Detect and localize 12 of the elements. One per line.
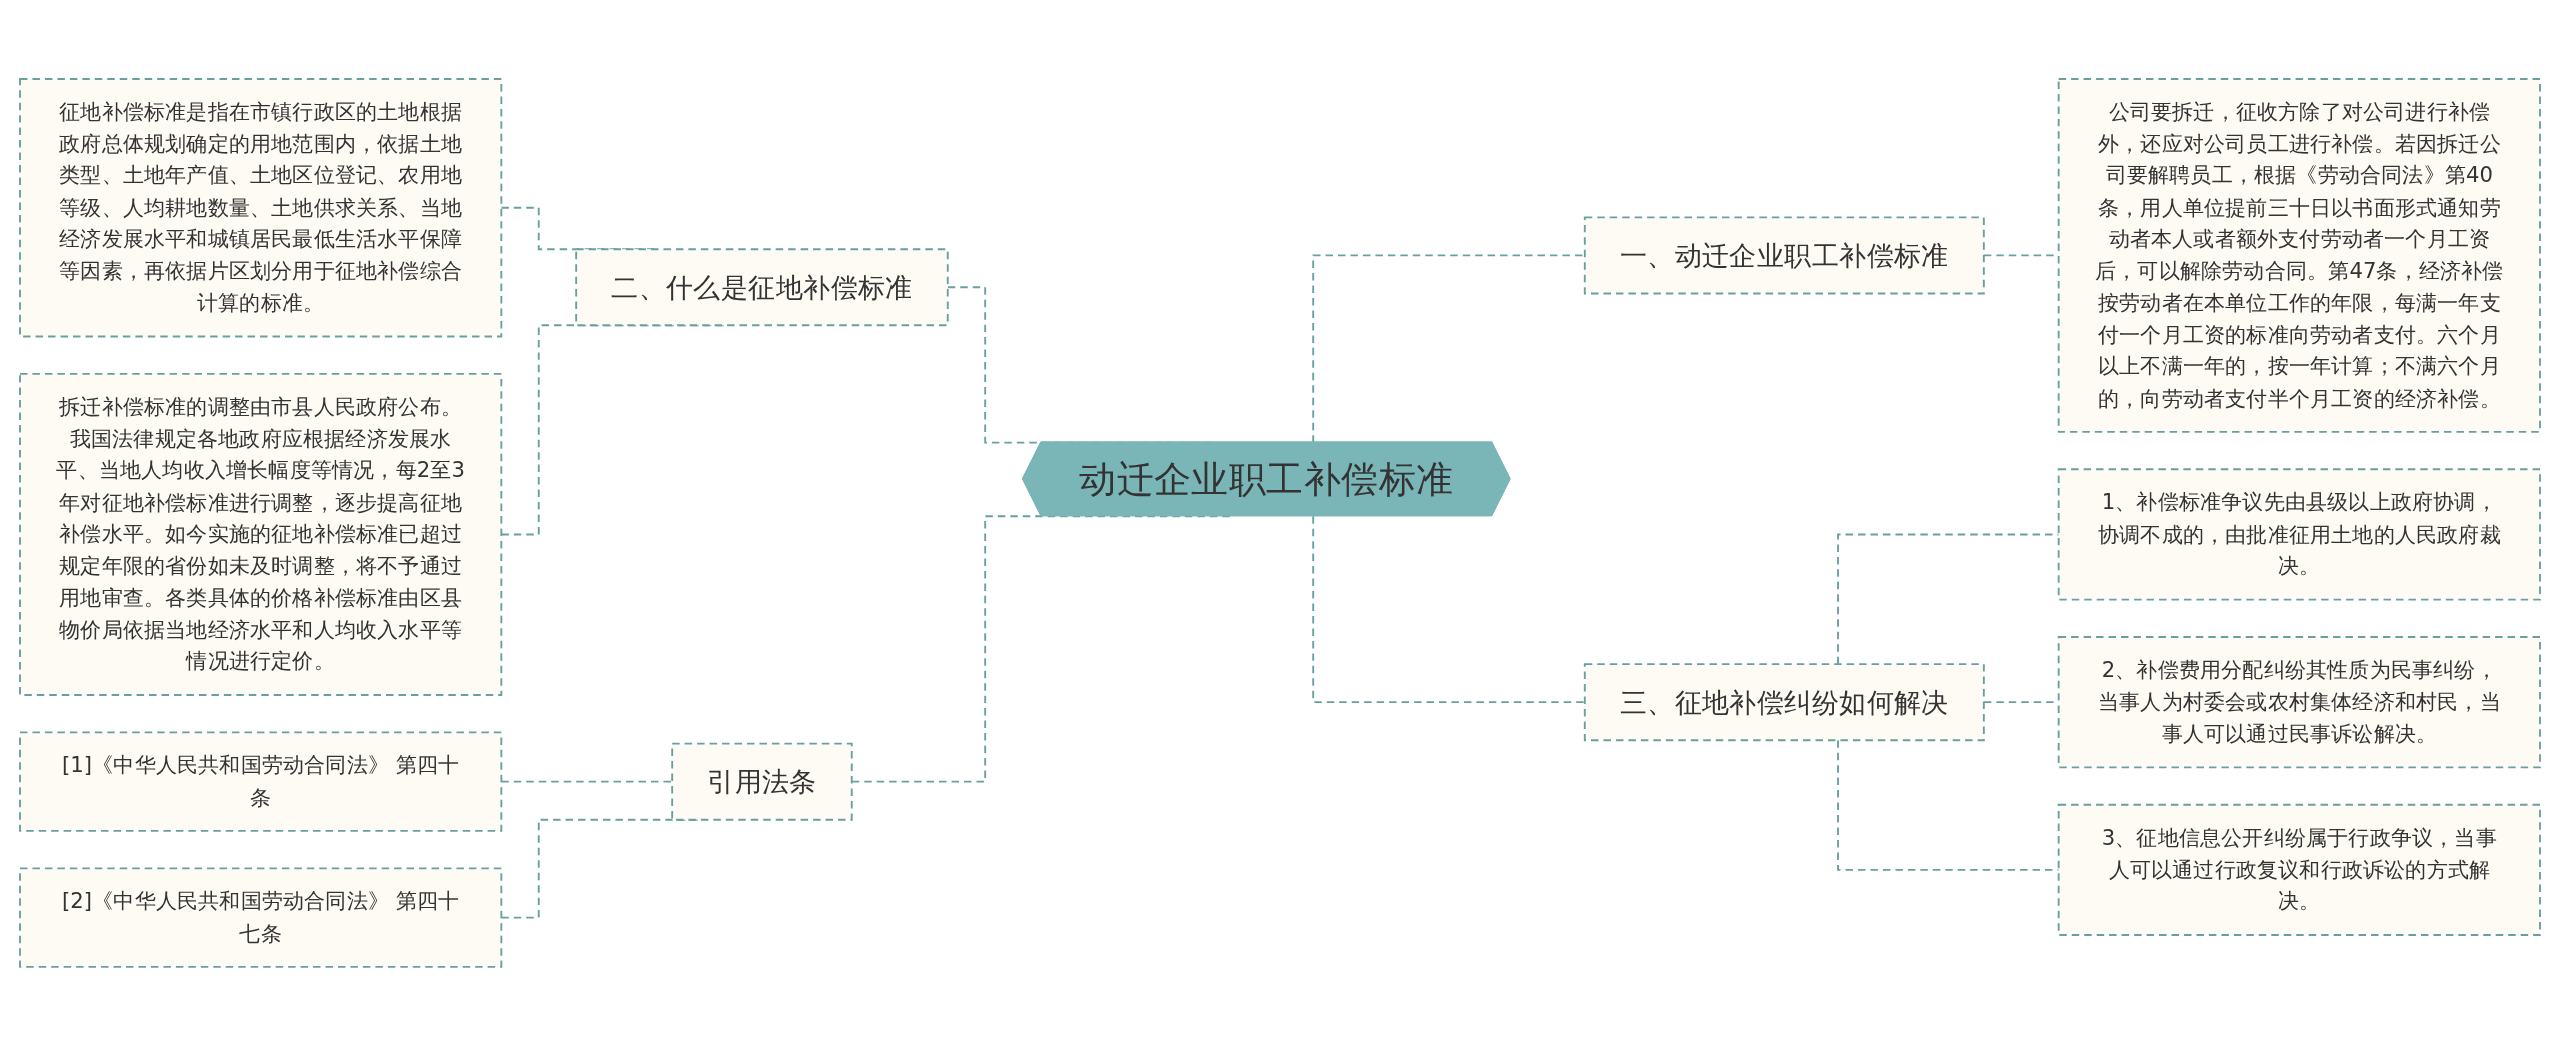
- node-box: 二、什么是征地补偿标准: [575, 247, 949, 326]
- node-box: [1]《中华人民共和国劳动合同法》 第四十条: [19, 731, 503, 832]
- node-box: 3、征地信息公开纠纷属于行政争议，当事人可以通过行政复议和行政诉讼的方式解决。: [2057, 803, 2541, 936]
- node-box: [2]《中华人民共和国劳动合同法》 第四十七条: [19, 867, 503, 968]
- node-box: 三、征地补偿纠纷如何解决: [1583, 662, 1985, 741]
- node-box: 拆迁补偿标准的调整由市县人民政府公布。我国法律规定各地政府应根据经济发展水平、当地人均收入增长幅度等情况，每2至3年对征地补偿标准进行调整，逐步提高征地补偿水平。如今实施的征地补偿标准已超过规定年限的省份如未及时调整，将不予通过用地审查。各类具体的价格补偿标准由区县物价局依据当地经济水平和人均收入水平等情况进行定价。: [19, 372, 503, 696]
- node-box: 引用法条: [671, 742, 853, 821]
- node-box: 1、补偿标准争议先由县级以上政府协调，协调不成的，由批准征用土地的人民政府裁决。: [2057, 467, 2541, 601]
- node-box: 一、动迁企业职工补偿标准: [1583, 216, 1985, 294]
- node-box: 公司要拆迁，征收方除了对公司进行补偿外，还应对公司员工进行补偿。若因拆迁公司要解聘员工，根据《劳动合同法》第40条，用人单位提前三十日以书面形式通知劳动者本人或者额外支付劳动者一个月工资后，可以解除劳动合同。第47条，经济补偿按劳动者在本单位工作的年限，每满一年支付一个月工资的标准向劳动者支付。六个月以上不满一年的，按一年计算；不满六个月的，向劳动者支付半个月工资的经济补偿。: [2057, 77, 2541, 433]
- node-box: 2、补偿费用分配纠纷其性质为民事纠纷，当事人为村委会或农村集体经济和村民，当事人可以通过民事诉讼解决。: [2057, 635, 2541, 768]
- node-box: 征地补偿标准是指在市镇行政区的土地根据政府总体规划确定的用地范围内，依据土地类型、土地年产值、土地区位登记、农用地等级、人均耕地数量、土地供求关系、当地经济发展水平和城镇居民最低生活水平保障等因素，再依据片区划分用于征地补偿综合计算的标准。: [19, 77, 503, 337]
